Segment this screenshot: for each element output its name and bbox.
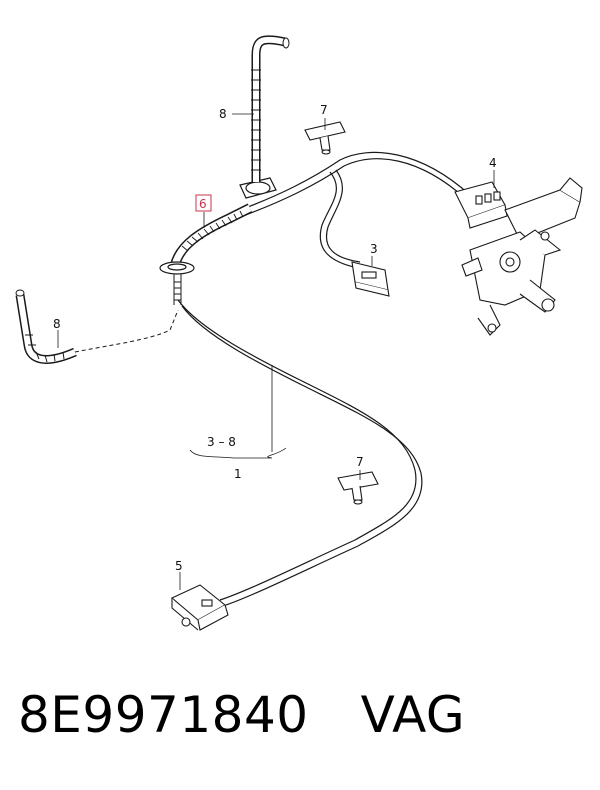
callout-7-top: 7 xyxy=(320,103,328,117)
main-harness-cable xyxy=(177,299,423,607)
connector-5 xyxy=(170,584,229,631)
callout-8-left: 8 xyxy=(53,317,61,331)
hose-left xyxy=(15,289,179,364)
callout-range-3-8: 3 – 8 xyxy=(207,435,236,449)
upper-branch-cable xyxy=(239,151,471,217)
callout-4: 4 xyxy=(489,156,497,170)
part-number: 8E9971840 xyxy=(18,686,309,744)
corrugated-sleeve xyxy=(170,203,253,267)
leader-lines xyxy=(57,113,495,590)
lower-stub xyxy=(173,274,182,305)
grommet-lower xyxy=(159,261,195,275)
clip-lower xyxy=(337,471,379,505)
callout-8-top: 8 xyxy=(219,107,227,121)
hose-upper xyxy=(251,35,290,182)
callout-5: 5 xyxy=(175,559,183,573)
connector-3 xyxy=(351,261,390,297)
wiper-motor xyxy=(461,177,583,336)
branch-to-connector-3 xyxy=(319,169,361,269)
brand-name: VAG xyxy=(360,686,466,744)
callout-7-bottom: 7 xyxy=(356,455,364,469)
connector-4 xyxy=(454,181,508,229)
callout-6-highlight-box xyxy=(195,194,212,212)
clip-upper xyxy=(304,121,346,155)
callout-3: 3 xyxy=(370,242,378,256)
wiring-harness-diagram: 8 7 4 6 3 8 3 – 8 1 7 5 xyxy=(15,35,583,631)
callout-6: 6 xyxy=(199,197,207,211)
callout-1: 1 xyxy=(234,467,242,481)
